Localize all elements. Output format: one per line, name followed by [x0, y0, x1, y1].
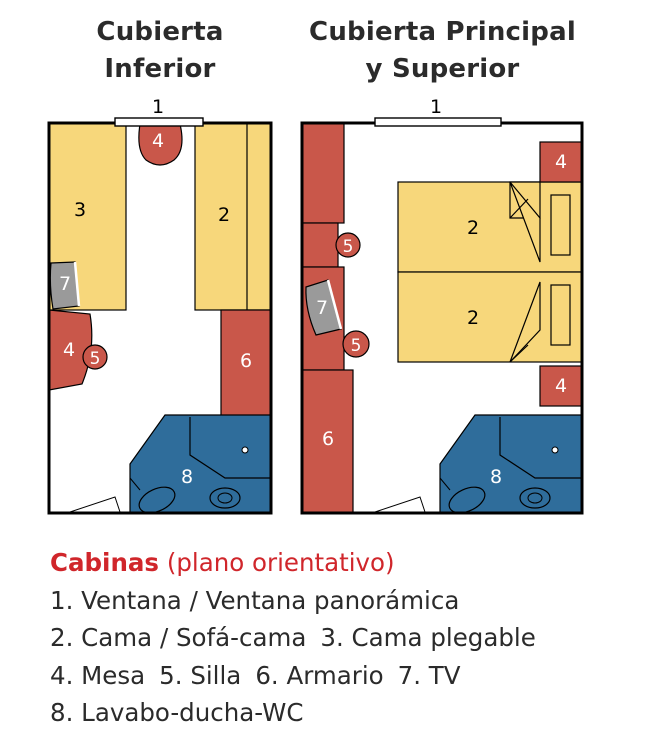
legend-row-4: 8. Lavabo-ducha-WC [50, 694, 640, 732]
main-deck-cabin [300, 117, 584, 515]
cabin-plans: 1 4 3 2 7 4 5 6 8 1 4 2 5 7 2 5 4 6 8 [47, 96, 584, 515]
title-lower-line1: Cubierta [96, 17, 224, 47]
lower-label-bath: 8 [181, 466, 193, 488]
lower-table-top [138, 123, 183, 166]
main-nightstand-bottom [539, 365, 582, 407]
main-window [374, 117, 502, 127]
legend-item-tv: 7. TV [397, 660, 461, 690]
legend-heading-note: (plano orientativo) [166, 548, 395, 577]
legend-item-wardrobe: 6. Armario [255, 660, 384, 690]
main-label-bath: 8 [490, 466, 502, 488]
title-lower-deck: Cubierta Inferior [60, 14, 260, 88]
main-label-nightstand-top: 4 [555, 151, 567, 173]
lower-label-table-desk: 4 [63, 339, 75, 361]
main-chair-lower [342, 330, 370, 358]
lower-chair [82, 344, 108, 370]
main-cabinet-top [302, 123, 345, 224]
lower-window [114, 117, 204, 127]
main-desk-upper [302, 222, 339, 268]
main-chair-upper [335, 232, 361, 258]
legend-row-2: 2. Cama / Sofá-cama 3. Cama plegable [50, 619, 640, 657]
lower-deck-cabin [47, 117, 273, 515]
lower-label-window: 1 [152, 96, 164, 118]
lower-wardrobe [220, 309, 271, 421]
legend-item-chair: 5. Silla [159, 660, 242, 690]
main-label-wardrobe: 6 [322, 428, 334, 450]
legend-item-foldbed: 3. Cama plegable [320, 623, 536, 652]
main-tv [305, 279, 342, 336]
lower-label-tv: 7 [59, 273, 71, 295]
main-label-nightstand-bottom: 4 [555, 375, 567, 397]
lower-bed [194, 123, 271, 311]
legend: Cabinas (plano orientativo) 1. Ventana /… [50, 544, 640, 732]
legend-item-table: 4. Mesa [50, 660, 146, 690]
main-label-bed-lower: 2 [467, 307, 479, 329]
legend-heading-title: Cabinas [50, 548, 160, 577]
main-wardrobe [302, 369, 354, 513]
main-label-bed-upper: 2 [467, 217, 479, 239]
main-label-window: 1 [430, 96, 442, 118]
legend-item-window: 1. Ventana / Ventana panorámica [50, 585, 460, 615]
lower-label-wardrobe: 6 [240, 350, 252, 372]
legend-item-bed: 2. Cama / Sofá-cama [50, 623, 307, 652]
lower-tv [49, 261, 80, 310]
lower-label-table-top: 4 [152, 130, 164, 152]
main-label-chair-lower: 5 [351, 336, 362, 356]
title-main-line1: Cubierta Principal [309, 17, 576, 47]
lower-label-foldbed: 3 [74, 199, 86, 221]
main-label-tv: 7 [316, 297, 328, 319]
main-nightstand-top [539, 141, 582, 183]
title-lower-line2: Inferior [104, 54, 216, 84]
legend-row-1: 1. Ventana / Ventana panorámica [50, 582, 640, 620]
title-main-line2: y Superior [365, 54, 520, 84]
title-main-deck: Cubierta Principal y Superior [290, 14, 595, 88]
legend-heading: Cabinas (plano orientativo) [50, 544, 640, 582]
legend-row-3: 4. Mesa 5. Silla 6. Armario 7. TV [50, 657, 640, 695]
main-label-chair-upper: 5 [343, 237, 354, 257]
legend-item-bath: 8. Lavabo-ducha-WC [50, 698, 304, 727]
lower-label-chair: 5 [90, 349, 101, 369]
lower-label-bed: 2 [218, 204, 230, 226]
